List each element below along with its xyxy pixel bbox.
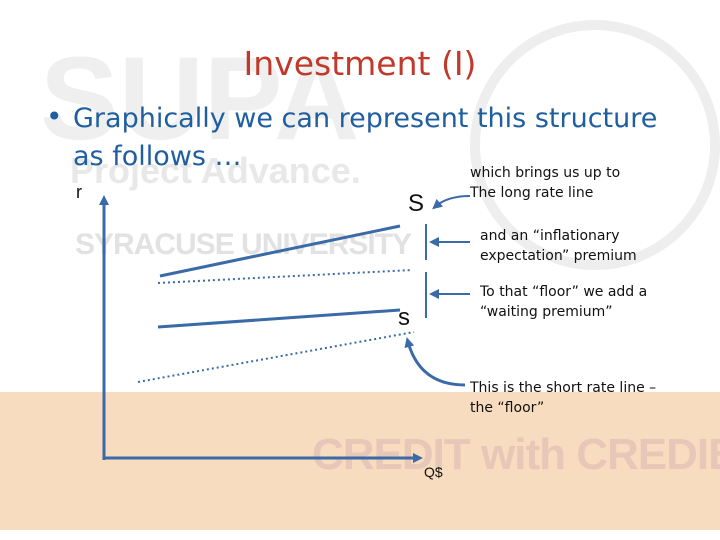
long-rate-label: S bbox=[408, 190, 425, 217]
y-axis-label: r bbox=[76, 182, 82, 202]
slide-title: Investment (I) bbox=[243, 44, 477, 83]
watermark-supa: SUPA bbox=[40, 33, 360, 165]
x-axis-label: Q$ bbox=[424, 464, 443, 480]
bullet-icon: • bbox=[46, 100, 63, 133]
waiting-premium-line bbox=[157, 308, 401, 329]
watermark-syracuse-university: SYRACUSE UNIVERSITY bbox=[75, 228, 412, 261]
university-seal-watermark bbox=[470, 20, 720, 270]
inflation-premium-note: and an “inflationary expectation” premiu… bbox=[480, 228, 637, 264]
watermark-credit-with-credibility: CREDIT with CREDIBILITY. bbox=[312, 430, 720, 479]
arrow-to-long-rate bbox=[432, 195, 471, 210]
arrow-to-short-rate bbox=[404, 337, 466, 387]
bullet-text: Graphically we can represent this struct… bbox=[73, 103, 658, 172]
inflation-adjusted-line bbox=[157, 269, 413, 284]
short-rate-label: s bbox=[398, 304, 410, 331]
watermark-project-advance: Project Advance. bbox=[70, 150, 361, 191]
short-rate-note: This is the short rate line – the “floor… bbox=[470, 380, 657, 416]
short-rate-line bbox=[137, 331, 415, 383]
background-band bbox=[0, 392, 720, 530]
waiting-premium-note: To that “floor” we add a “waiting premiu… bbox=[480, 284, 648, 320]
long-rate-note: which brings us up to The long rate line bbox=[470, 165, 621, 201]
long-rate-line bbox=[159, 224, 401, 278]
